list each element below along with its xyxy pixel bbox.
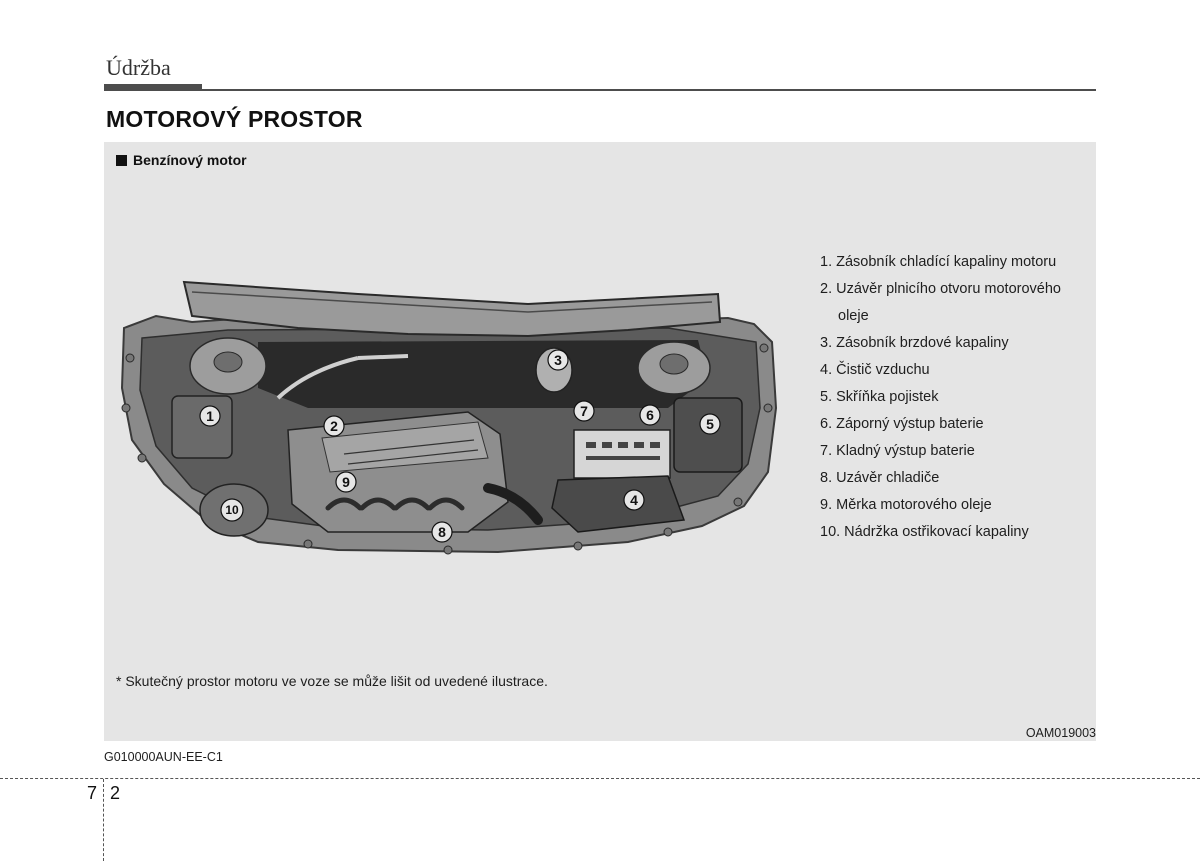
square-bullet-icon xyxy=(116,155,127,166)
figure-footnote: * Skutečný prostor motoru ve voze se můž… xyxy=(116,673,548,689)
callout-2-label: 2 xyxy=(330,418,338,434)
callout-5-label: 5 xyxy=(706,416,714,432)
callout-5 xyxy=(699,413,721,435)
document-code: G010000AUN-EE-C1 xyxy=(104,750,223,764)
air-cleaner xyxy=(551,475,686,533)
footer-dashed-rule xyxy=(0,778,1200,779)
callout-4-label: 4 xyxy=(630,492,638,508)
callouts xyxy=(199,349,721,543)
legend-item-8: 8. Uzávěr chladiče xyxy=(820,470,940,486)
callout-1 xyxy=(199,405,221,427)
figure-code: OAM019003 xyxy=(1025,726,1096,740)
callout-7-label: 7 xyxy=(580,403,588,419)
legend-item-4: 4. Čistič vzduchu xyxy=(820,362,930,378)
figure-subheading-text: Benzínový motor xyxy=(133,152,247,168)
coolant-reservoir xyxy=(171,395,233,459)
callout-6 xyxy=(639,404,661,426)
callout-3-label: 3 xyxy=(554,352,562,368)
callout-8 xyxy=(431,521,453,543)
callout-4 xyxy=(623,489,645,511)
legend-item-5: 5. Skříňka pojistek xyxy=(820,389,939,405)
legend-list: 1. Zásobník chladící kapaliny motoru 2. … xyxy=(820,249,1092,546)
header-rule-thick xyxy=(104,84,202,91)
legend-item-1: 1. Zásobník chladící kapaliny motoru xyxy=(820,254,1057,270)
hood-cowl xyxy=(182,280,722,338)
callout-10-label: 10 xyxy=(225,503,239,517)
legend-item-7: 7. Kladný výstup baterie xyxy=(820,443,975,459)
page-heading: MOTOROVÝ PROSTOR xyxy=(106,106,363,132)
section-title: Údržba xyxy=(106,55,171,80)
legend-item-10: 10. Nádržka ostřikovací kapaliny xyxy=(820,524,1029,540)
callout-10 xyxy=(220,498,244,522)
legend-item-2: 2. Uzávěr plnicího otvoru motorového xyxy=(820,281,1061,297)
chapter-number: 7 xyxy=(87,783,98,803)
callout-3 xyxy=(547,349,569,371)
battery xyxy=(573,429,671,479)
legend-item-3: 3. Zásobník brzdové kapaliny xyxy=(820,335,1009,351)
header-rule-thin xyxy=(202,89,1096,91)
callout-6-label: 6 xyxy=(646,407,654,423)
legend-item-6: 6. Záporný výstup baterie xyxy=(820,416,984,432)
page-number: 2 xyxy=(110,783,121,803)
fuse-box xyxy=(673,397,743,473)
figure-subheading: Benzínový motor xyxy=(116,152,247,168)
callout-9-label: 9 xyxy=(342,474,350,490)
callout-1-label: 1 xyxy=(206,408,214,424)
footer-dashed-divider xyxy=(103,779,104,861)
callout-2 xyxy=(323,415,345,437)
callout-7 xyxy=(573,400,595,422)
callout-8-label: 8 xyxy=(438,524,446,540)
engine-bay-illustration: 1 2 3 4 5 6 7 8 9 10 xyxy=(120,280,778,555)
legend-item-9: 9. Měrka motorového oleje xyxy=(820,497,992,513)
legend-item-2-cont: oleje xyxy=(838,308,869,324)
callout-9 xyxy=(335,471,357,493)
